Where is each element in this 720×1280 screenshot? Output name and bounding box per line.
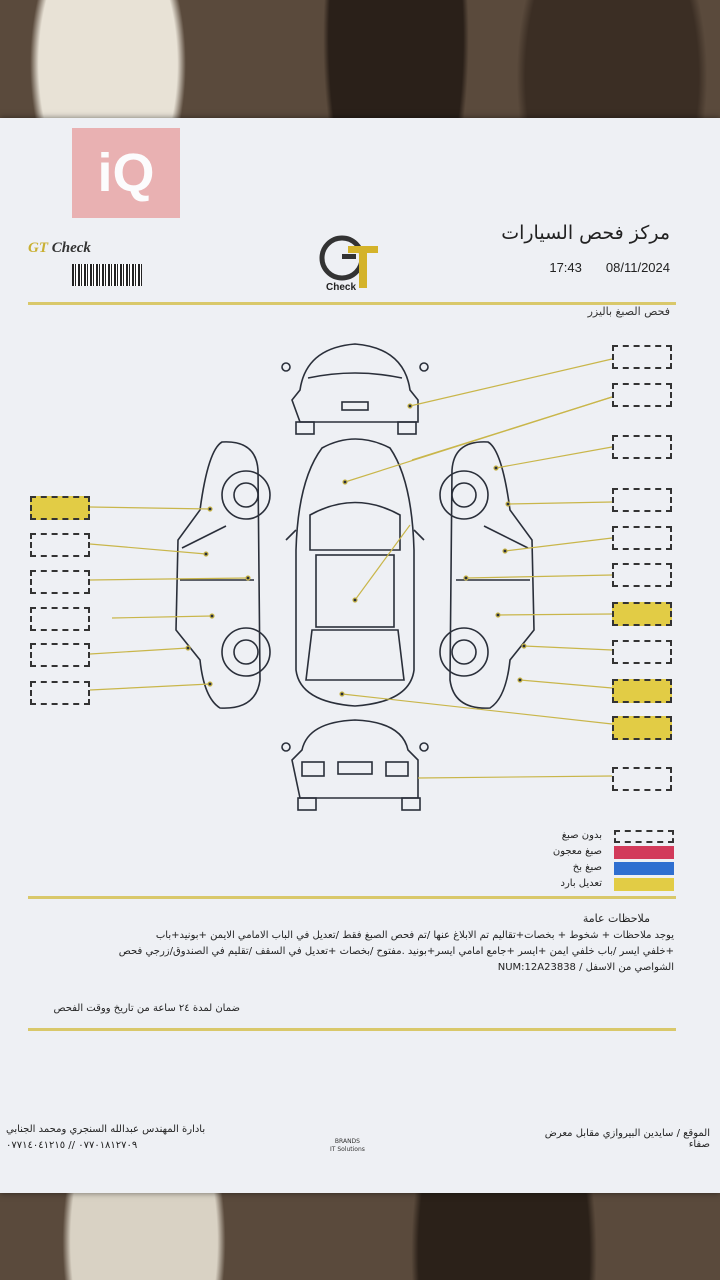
footer-location: الموقع / سايدين البيروازي مقابل معرض صفا… xyxy=(544,1128,710,1150)
legend-label-putty: صبغ معجون xyxy=(552,846,602,857)
car-left-side-view xyxy=(175,441,271,709)
notes-line-2: +خلفي ايسر /باب خلفي ايمن +ايسر +جامع ام… xyxy=(118,946,674,957)
panel-box-left-rear-fender xyxy=(30,643,90,667)
panel-box-right-sill xyxy=(612,563,672,587)
iq-watermark-logo: iQ xyxy=(72,128,180,218)
gt-check-logo: Check xyxy=(319,235,378,293)
panel-box-left-rear-door xyxy=(30,607,90,631)
panel-box-left-front-door-upper xyxy=(30,533,90,557)
car-front-view xyxy=(281,343,429,435)
brand-gt: GT xyxy=(28,240,48,256)
legend-swatch-spray xyxy=(614,862,674,875)
legend-swatch-no-paint xyxy=(614,830,674,843)
barcode xyxy=(72,264,142,286)
report-time: 17:43 xyxy=(549,260,582,275)
legend-label-cold-repair: تعديل بارد xyxy=(560,878,602,889)
warranty-note: ضمان لمدة ٢٤ ساعة من تاريخ ووقت الفحص xyxy=(53,1003,240,1014)
panel-box-rear-bumper xyxy=(612,767,672,791)
panel-box-bonnet xyxy=(612,383,672,407)
panel-box-left-front-fender xyxy=(30,496,90,520)
panel-box-left-sill xyxy=(30,570,90,594)
panel-box-right-rear-door xyxy=(612,602,672,626)
notes-line-3: الشواصي من الاسفل / NUM:12A23838 xyxy=(497,962,674,973)
brand-check: Check xyxy=(48,240,91,256)
brand-name-left: GT Check xyxy=(28,240,91,257)
legend-divider xyxy=(28,896,676,899)
section-subtitle: فحص الصبغ باليزر xyxy=(587,305,670,318)
footer-brand-line1: BRANDS xyxy=(334,1138,360,1145)
car-right-side-view xyxy=(439,441,535,709)
panel-box-right-rear-quarter xyxy=(612,679,672,703)
notes-line-1: يوجد ملاحظات + شخوط + بخصات+تقاليم تم ال… xyxy=(155,930,674,941)
legend-label-spray: صبغ بخ xyxy=(572,862,602,873)
report-datetime: 17:43 08/11/2024 xyxy=(525,260,670,275)
panel-box-hood-front xyxy=(612,345,672,369)
footer-phones: ٠٧٧٠١٨١٢٧٠٩ // ٠٧٧١٤٠٤١٢١٥ xyxy=(6,1140,138,1151)
car-rear-view xyxy=(281,719,429,811)
notes-heading: ملاحظات عامة xyxy=(582,912,650,925)
footer-brand-line2: IT Solutions xyxy=(330,1146,365,1153)
footer-management: بادارة المهندس عبدالله السنجري ومحمد الج… xyxy=(6,1124,206,1135)
panel-box-right-front-door xyxy=(612,526,672,550)
panel-box-right-front-fender xyxy=(612,488,672,512)
panel-box-left-rear-quarter xyxy=(30,681,90,705)
footer-brand: BRANDS IT Solutions xyxy=(330,1138,365,1154)
legend-label-no-paint: بدون صبغ xyxy=(561,830,602,841)
inspection-report-sheet xyxy=(0,118,720,1193)
panel-box-trunk xyxy=(612,716,672,740)
header-divider xyxy=(28,302,676,305)
panel-box-right-rear-fender xyxy=(612,640,672,664)
legend-swatch-putty xyxy=(614,846,674,859)
report-date: 08/11/2024 xyxy=(605,260,670,275)
legend-swatch-cold-repair xyxy=(614,878,674,891)
footer-divider xyxy=(28,1028,676,1031)
center-title: مركز فحص السيارات xyxy=(501,222,670,244)
car-top-view xyxy=(285,438,425,707)
car-body-diagram xyxy=(89,343,613,811)
logo-check-text: Check xyxy=(326,282,356,293)
panel-box-roof xyxy=(612,435,672,459)
notes-body: يوجد ملاحظات + شخوط + بخصات+تقاليم تم ال… xyxy=(44,928,674,976)
